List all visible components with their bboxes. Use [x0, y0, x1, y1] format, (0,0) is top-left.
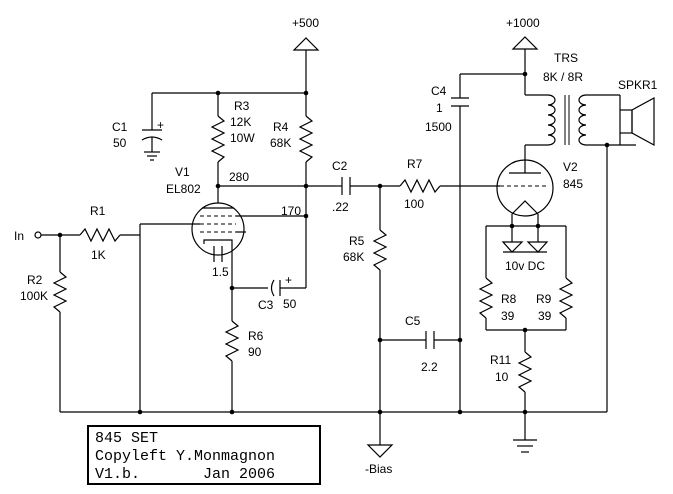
r9-ref: R9 — [536, 292, 552, 306]
bias-symbol: -Bias — [365, 444, 394, 476]
tube-v2: V2 845 — [496, 159, 583, 217]
r5-ref: R5 — [349, 234, 365, 248]
heater-voltage: 10v DC — [505, 259, 545, 273]
r9-value: 39 — [538, 309, 552, 323]
resistor-r9: R9 39 — [536, 277, 574, 330]
resistor-r2: R2 100K — [20, 235, 68, 412]
resistor-r7: R7 100 — [399, 157, 500, 211]
c4-ref: C4 — [431, 84, 447, 98]
title-line-2: Copyleft Y.Monmagnon — [95, 448, 276, 465]
voltage-1-5: 1.5 — [212, 265, 229, 279]
r8-value: 39 — [501, 309, 515, 323]
supply-500-label: +500 — [292, 16, 319, 30]
r11-value: 10 — [495, 370, 509, 384]
c5-value: 2.2 — [421, 360, 438, 374]
v2-ref: V2 — [563, 160, 578, 174]
speaker-ref: SPKR1 — [618, 78, 658, 92]
r2-value: 100K — [20, 289, 48, 303]
heater-diodes: 10v DC — [501, 226, 549, 273]
r6-value: 90 — [248, 345, 262, 359]
supply-1000-symbol: +1000 — [506, 16, 540, 74]
tube-v1: V1 EL802 — [166, 165, 245, 262]
title-line-1: 845 SET — [95, 430, 159, 447]
resistor-r4: R4 68K — [270, 93, 314, 288]
capacitor-c3: + C3 50 — [232, 273, 306, 312]
r3-value: 12K — [230, 115, 251, 129]
capacitor-c5: C5 2.2 — [380, 314, 463, 374]
input-label: In — [14, 229, 24, 243]
r4-ref: R4 — [273, 120, 289, 134]
r8-ref: R8 — [501, 292, 517, 306]
title-line-3: V1.b. Jan 2006 — [95, 466, 276, 483]
r1-ref: R1 — [90, 204, 106, 218]
transformer-trs: TRS 8K / 8R — [524, 51, 587, 166]
c3-value: 50 — [283, 297, 297, 311]
c3-polarity: + — [285, 273, 292, 287]
resistor-r11: R11 10 — [490, 351, 533, 440]
r7-value: 100 — [404, 197, 424, 211]
title-block: 845 SET Copyleft Y.Monmagnon V1.b. Jan 2… — [87, 425, 321, 485]
r5-value: 68K — [343, 250, 364, 264]
resistor-r5: R5 68K — [343, 186, 388, 445]
r6-ref: R6 — [248, 329, 264, 343]
trs-ratio: 8K / 8R — [543, 70, 583, 84]
trs-ref: TRS — [554, 51, 578, 65]
capacitor-c1: + C1 50 — [112, 93, 164, 161]
supply-1000-label: +1000 — [506, 16, 540, 30]
c5-ref: C5 — [405, 314, 421, 328]
v2-type: 845 — [563, 177, 583, 191]
v1-type: EL802 — [166, 182, 201, 196]
r7-ref: R7 — [407, 157, 423, 171]
voltage-280: 280 — [229, 170, 249, 184]
resistor-r1: R1 1K — [79, 204, 141, 412]
r3-ref: R3 — [234, 99, 250, 113]
capacitor-c2: C2 .22 — [332, 159, 400, 214]
v1-ref: V1 — [175, 165, 190, 179]
ground-symbol — [513, 439, 537, 453]
resistor-r6: R6 90 — [224, 320, 264, 412]
r2-ref: R2 — [27, 273, 43, 287]
c2-ref: C2 — [332, 159, 348, 173]
supply-500-symbol: +500 — [292, 16, 320, 93]
voltage-170: 170 — [281, 204, 301, 218]
r1-value: 1K — [91, 248, 106, 262]
r11-ref: R11 — [490, 353, 511, 367]
c4-value2: 1500 — [425, 120, 452, 134]
r4-value: 68K — [270, 136, 291, 150]
r3-power: 10W — [230, 131, 255, 145]
c4-value1: 1 — [436, 101, 443, 115]
resistor-r3: R3 12K 10W — [210, 93, 255, 186]
bias-label: -Bias — [365, 462, 392, 476]
capacitor-c4: C4 1 1500 — [425, 74, 469, 412]
c3-ref: C3 — [258, 298, 274, 312]
c2-value: .22 — [332, 200, 349, 214]
c1-ref: C1 — [112, 120, 128, 134]
speaker-spkr1: SPKR1 — [618, 78, 658, 147]
c1-polarity: + — [157, 118, 164, 132]
resistor-r8: R8 39 — [478, 277, 517, 330]
c1-value: 50 — [113, 136, 127, 150]
input-terminal: In — [14, 229, 80, 243]
